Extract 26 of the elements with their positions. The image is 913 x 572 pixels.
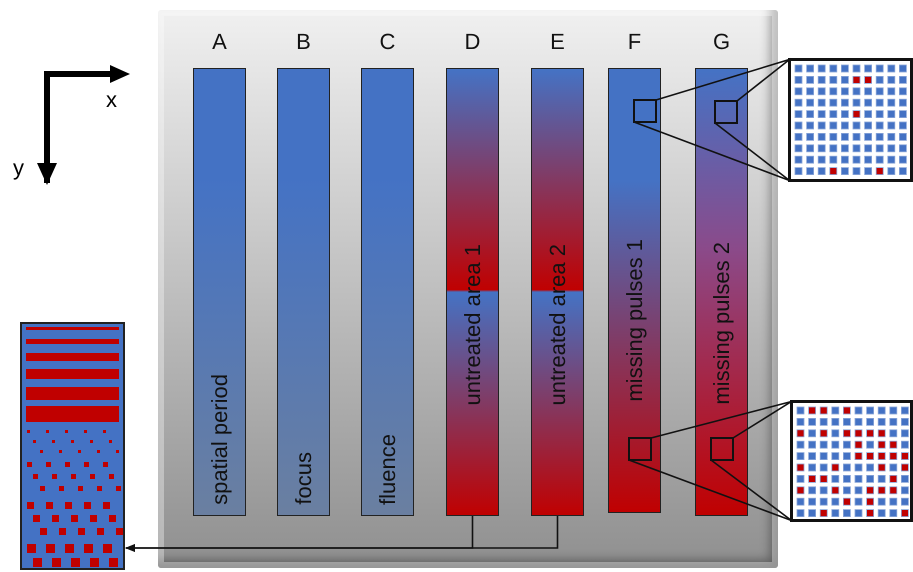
- zoom-frame: [628, 437, 652, 461]
- axis-label: x: [106, 88, 117, 112]
- zoom-line: [710, 400, 792, 522]
- strip-label: untreated area 2: [544, 244, 570, 405]
- column-letter: G: [712, 30, 732, 54]
- zoom-line: [714, 58, 790, 182]
- column-letter: F: [626, 30, 642, 54]
- strip-label: fluence: [374, 434, 400, 505]
- strip-label: focus: [290, 452, 316, 505]
- column-letter: E: [549, 30, 566, 54]
- strip-label: missing pulses 2: [708, 242, 734, 405]
- strip-label: spatial period: [206, 374, 232, 505]
- zoom-frame: [633, 99, 657, 123]
- column-letter: D: [464, 30, 482, 54]
- zoom-line: [633, 58, 790, 182]
- column-letter: B: [295, 30, 312, 54]
- zoom-frame: [714, 100, 738, 124]
- strip-label: missing pulses 1: [622, 239, 648, 402]
- axis-label: y: [13, 156, 24, 180]
- zoom-frame: [710, 437, 734, 461]
- strip-label: untreated area 1: [460, 244, 486, 405]
- panel-background: [158, 10, 778, 568]
- arrow: [125, 516, 558, 552]
- column-letter: A: [211, 30, 228, 54]
- column-letter: C: [378, 30, 396, 54]
- zoom-line: [628, 400, 792, 522]
